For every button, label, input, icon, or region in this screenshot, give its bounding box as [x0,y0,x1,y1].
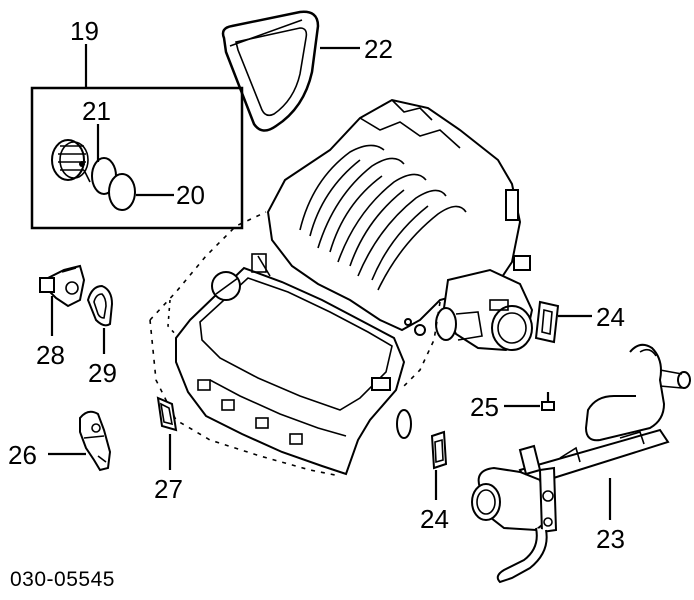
round-gasket [396,409,412,439]
callout-24-lower: 24 [420,504,449,534]
callout-19: 19 [70,16,99,46]
callout-20: 20 [176,180,205,210]
callout-26: 26 [8,440,37,470]
bolt-part [541,392,555,411]
water-outlet-pipe [471,343,691,584]
callout-21: 21 [82,96,111,126]
callout-27: 27 [154,474,183,504]
callout-29: 29 [88,358,117,388]
gasket-24-upper [534,300,560,344]
valve-cover [175,253,406,476]
gasket-ring-2 [108,173,136,211]
sensor-26 [79,410,112,472]
callout-22: 22 [364,34,393,64]
water-outlet-28 [39,264,86,308]
callout-25: 25 [470,392,499,422]
gasket-24-lower [430,430,448,470]
engine-block-outline [149,211,441,477]
callout-24-upper: 24 [596,302,625,332]
gasket-29 [86,284,114,327]
gasket-27 [156,396,178,432]
callout-23: 23 [596,524,625,554]
diagram-code: 030-05545 [10,568,115,591]
thermostat-part [51,139,91,183]
callout-28: 28 [36,340,65,370]
inset-box [30,86,244,230]
drive-belt [221,10,320,132]
intake-manifold [266,98,534,352]
